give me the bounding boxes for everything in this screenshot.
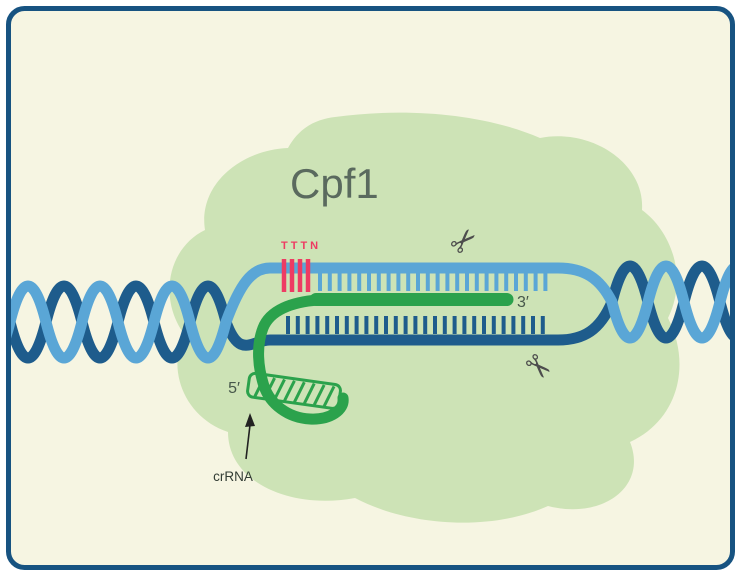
crrna-arrow-line — [245, 424, 251, 460]
hairpin-hatch-line — [303, 382, 316, 405]
hairpin-hatch-line — [293, 381, 306, 403]
hairpin-hatch-line — [283, 380, 296, 402]
protein-title: Cpf1 — [290, 160, 379, 207]
top-strand-base-ticks — [318, 273, 548, 291]
card-border — [6, 6, 735, 570]
hairpin-hatch-line — [273, 378, 286, 400]
hairpin-hatch-line — [312, 384, 326, 406]
pam-label: TTTN — [281, 240, 321, 252]
hairpin-hatch-line — [322, 385, 336, 407]
bottom-strand-base-ticks — [286, 316, 545, 334]
five-prime-label: 5′ — [228, 380, 240, 397]
pam-site-ticks — [281, 259, 311, 292]
three-prime-label: 3′ — [517, 294, 529, 311]
crrna-strand — [253, 294, 349, 425]
dna-strand-light — [11, 260, 730, 364]
diagram-content: Cpf1 TTTN 3′ 5′ crRNA ✂ ✂ — [11, 112, 730, 523]
crrna-arrow-head — [245, 413, 255, 427]
crrna-label: crRNA — [213, 469, 253, 484]
